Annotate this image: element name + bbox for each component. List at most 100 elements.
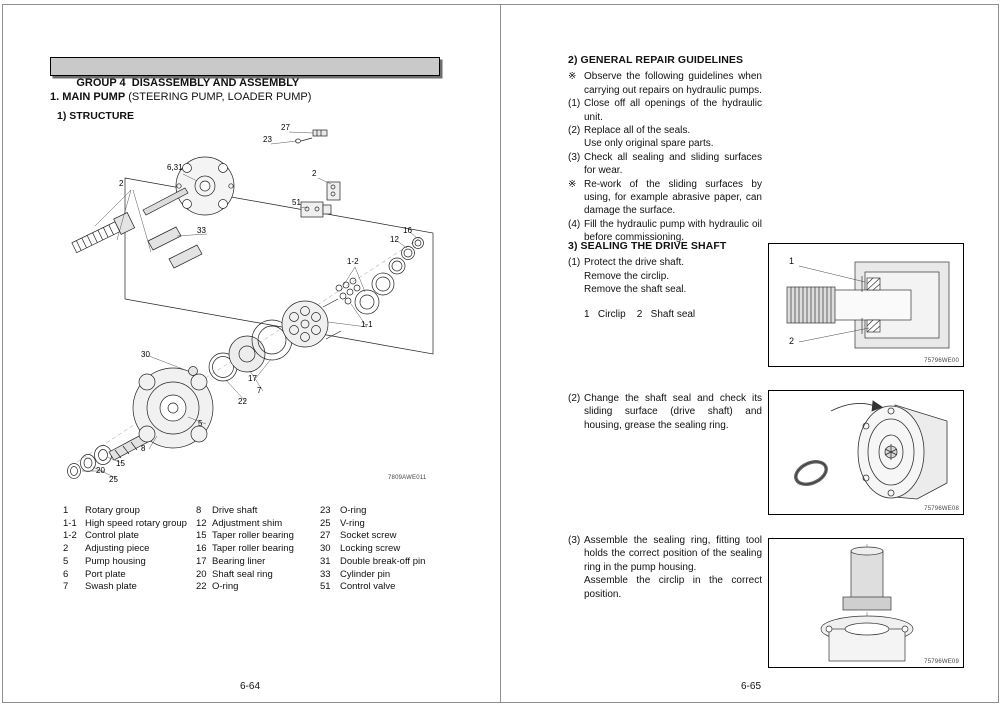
part-row: 15 Taper roller bearing <box>196 530 320 543</box>
part-number: 5 <box>63 555 69 567</box>
part-number: 30 <box>320 543 331 555</box>
part-label: Adjusting piece <box>85 543 150 555</box>
fitting-tool-drawing <box>820 544 914 662</box>
item-text: Close off all openings of the hydraulic … <box>584 98 762 123</box>
diagram-callout: 23 <box>263 135 272 144</box>
guideline-item: ※Observe the following guidelines when c… <box>568 70 762 97</box>
section-title-sub: (STEERING PUMP, LOADER PUMP) <box>125 91 312 103</box>
diagram-callout: 8 <box>141 444 146 453</box>
figure-shaft-seal-check: 75796WE08 <box>768 390 964 515</box>
part-number: 7 <box>63 581 69 593</box>
page-number-right: 6-65 <box>740 681 761 692</box>
figure-code-seal-3: 75796WE09 <box>924 659 959 665</box>
part-label: Locking screw <box>340 543 401 555</box>
guideline-item: (3)Check all sealing and sliding surface… <box>568 151 762 178</box>
figure-label-circlip: 1 <box>789 256 795 266</box>
page-left: GROUP 4 DISASSEMBLY AND ASSEMBLY 1. MAIN… <box>0 0 500 706</box>
item-marker: (2) <box>568 393 581 404</box>
part-label: Control valve <box>340 581 396 593</box>
figure-code-seal-1: 75796WE00 <box>924 358 959 364</box>
part-number: 22 <box>196 581 207 593</box>
figure-fitting-tool: 75796WE09 <box>768 538 964 668</box>
step-line: Assemble the sealing ring, fitting tool … <box>584 535 762 573</box>
section-title: 1. MAIN PUMP (STEERING PUMP, LOADER PUMP… <box>50 91 311 103</box>
page-right: 2) GENERAL REPAIR GUIDELINES ※Observe th… <box>501 0 1001 706</box>
diagram-callout: 2 <box>312 169 317 178</box>
item-marker <box>568 137 584 150</box>
item-marker: ※ <box>568 71 577 83</box>
diagram-callout: 12 <box>390 235 399 244</box>
exploded-diagram: 2 23 27 6,31 33 2 51 12 16 1-2 1-1 30 17… <box>55 124 465 490</box>
step-3-block: (3) Assemble the sealing ring, fitting t… <box>568 534 762 601</box>
part-row: 27 Socket screw <box>320 530 450 543</box>
item-text: Change the shaft seal and check its slid… <box>584 393 762 431</box>
step-line: Assemble the circlip in the correct posi… <box>584 575 762 600</box>
part-number: 51 <box>320 581 331 593</box>
diagram-callout: 20 <box>96 466 105 475</box>
part-label: O-ring <box>340 505 367 516</box>
legend-line: 1 Circlip 2 Shaft seal <box>584 308 696 320</box>
diagram-callout: 33 <box>197 226 206 235</box>
diagram-callout: 51 <box>292 198 301 207</box>
diagram-callout: 30 <box>141 350 150 359</box>
group-header-title: GROUP 4 DISASSEMBLY AND ASSEMBLY <box>76 77 300 89</box>
diagram-callout: 15 <box>116 459 125 468</box>
part-number: 20 <box>196 568 207 580</box>
part-row: 23 O-ring <box>320 505 450 518</box>
step-line: Protect the drive shaft. <box>584 257 685 269</box>
item-marker: (2) <box>568 125 581 137</box>
step-item: (1) Protect the drive shaft. Remove the … <box>568 256 762 321</box>
part-number: 1 <box>63 505 69 516</box>
diagram-callout: 1-2 <box>347 257 359 266</box>
section-sealing-drive-shaft: 3) SEALING THE DRIVE SHAFT (1) Protect t… <box>568 240 762 321</box>
diagram-callout: 25 <box>109 475 118 484</box>
part-number: 23 <box>320 505 331 516</box>
page-divider <box>500 4 501 703</box>
part-number: 15 <box>196 530 207 542</box>
part-number: 27 <box>320 530 331 542</box>
item-marker: (4) <box>568 218 581 230</box>
part-label: V-ring <box>340 517 365 529</box>
heading-general-repair: 2) GENERAL REPAIR GUIDELINES <box>568 54 744 66</box>
part-label: O-ring <box>212 581 239 593</box>
item-text: Fill the hydraulic pump with hydraulic o… <box>584 218 762 244</box>
diagram-callout: 7 <box>257 386 262 395</box>
part-number: 1-1 <box>63 517 77 529</box>
figure-code-structure: 7809AWE011 <box>388 475 427 481</box>
page-number-left: 6-64 <box>239 681 260 692</box>
part-label: Port plate <box>85 568 126 580</box>
shaft-seal-drawing <box>794 400 948 500</box>
heading-sealing-drive-shaft: 3) SEALING THE DRIVE SHAFT <box>568 240 727 252</box>
part-row: 51 Control valve <box>320 581 450 594</box>
item-text: Check all sealing and sliding surfaces f… <box>584 151 762 177</box>
part-label: Socket screw <box>340 530 397 542</box>
subsection-title: 1) STRUCTURE <box>57 110 135 122</box>
part-label: Rotary group <box>85 505 140 516</box>
diagram-callout: 17 <box>248 374 257 383</box>
part-row: 30 Locking screw <box>320 543 450 556</box>
step-line: Remove the circlip. <box>584 270 670 282</box>
part-label: Bearing liner <box>212 555 266 567</box>
part-label: Shaft seal ring <box>212 568 273 580</box>
part-number: 1-2 <box>63 530 77 542</box>
guideline-item: (4)Fill the hydraulic pump with hydrauli… <box>568 218 762 245</box>
guideline-item: Use only original spare parts. <box>568 137 762 150</box>
part-label: Drive shaft <box>212 505 258 516</box>
group-header: GROUP 4 DISASSEMBLY AND ASSEMBLY <box>50 57 440 89</box>
part-label: Taper roller bearing <box>212 530 294 542</box>
part-label: Cylinder pin <box>340 568 391 580</box>
diagram-callout: 22 <box>238 397 247 406</box>
part-row: 22 O-ring <box>196 581 320 594</box>
step-lines: Assemble the sealing ring, fitting tool … <box>584 534 762 601</box>
part-label: Adjustment shim <box>212 517 283 529</box>
